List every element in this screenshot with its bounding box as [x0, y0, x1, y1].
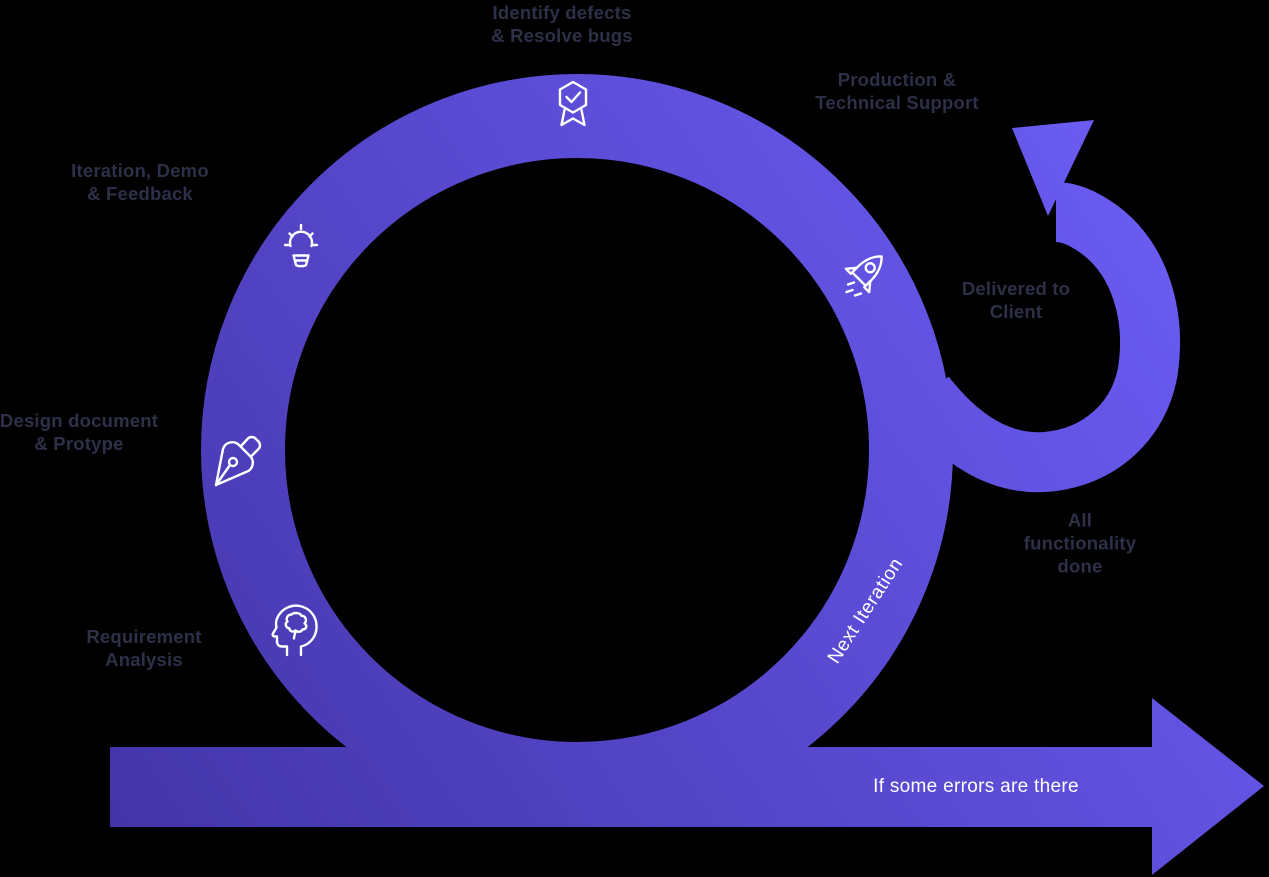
label-design-document: Design document & Protype	[0, 409, 159, 454]
label-iteration-demo: Iteration, Demo & Feedback	[71, 159, 209, 204]
label-delivered-to-client: Delivered to Client	[961, 277, 1071, 322]
pen-nib-icon	[214, 435, 262, 487]
label-error-path: If some errors are there	[873, 776, 1079, 798]
label-all-functionality-done: All functionality done	[1023, 509, 1137, 577]
head-brain-icon	[271, 604, 318, 657]
loop-arrowhead-icon	[1012, 120, 1094, 216]
label-identify-defects: Identify defects & Resolve bugs	[491, 1, 633, 46]
label-requirement-analysis: Requirement Analysis	[86, 625, 202, 670]
rocket-icon	[844, 255, 883, 297]
loop-arrow-tail	[901, 182, 1180, 493]
error-feedback-arrow	[110, 698, 1264, 875]
label-production-support: Production & Technical Support	[815, 68, 979, 113]
medal-check-icon	[558, 80, 588, 127]
lightbulb-idea-icon	[283, 223, 319, 268]
iteration-ring	[201, 74, 953, 826]
